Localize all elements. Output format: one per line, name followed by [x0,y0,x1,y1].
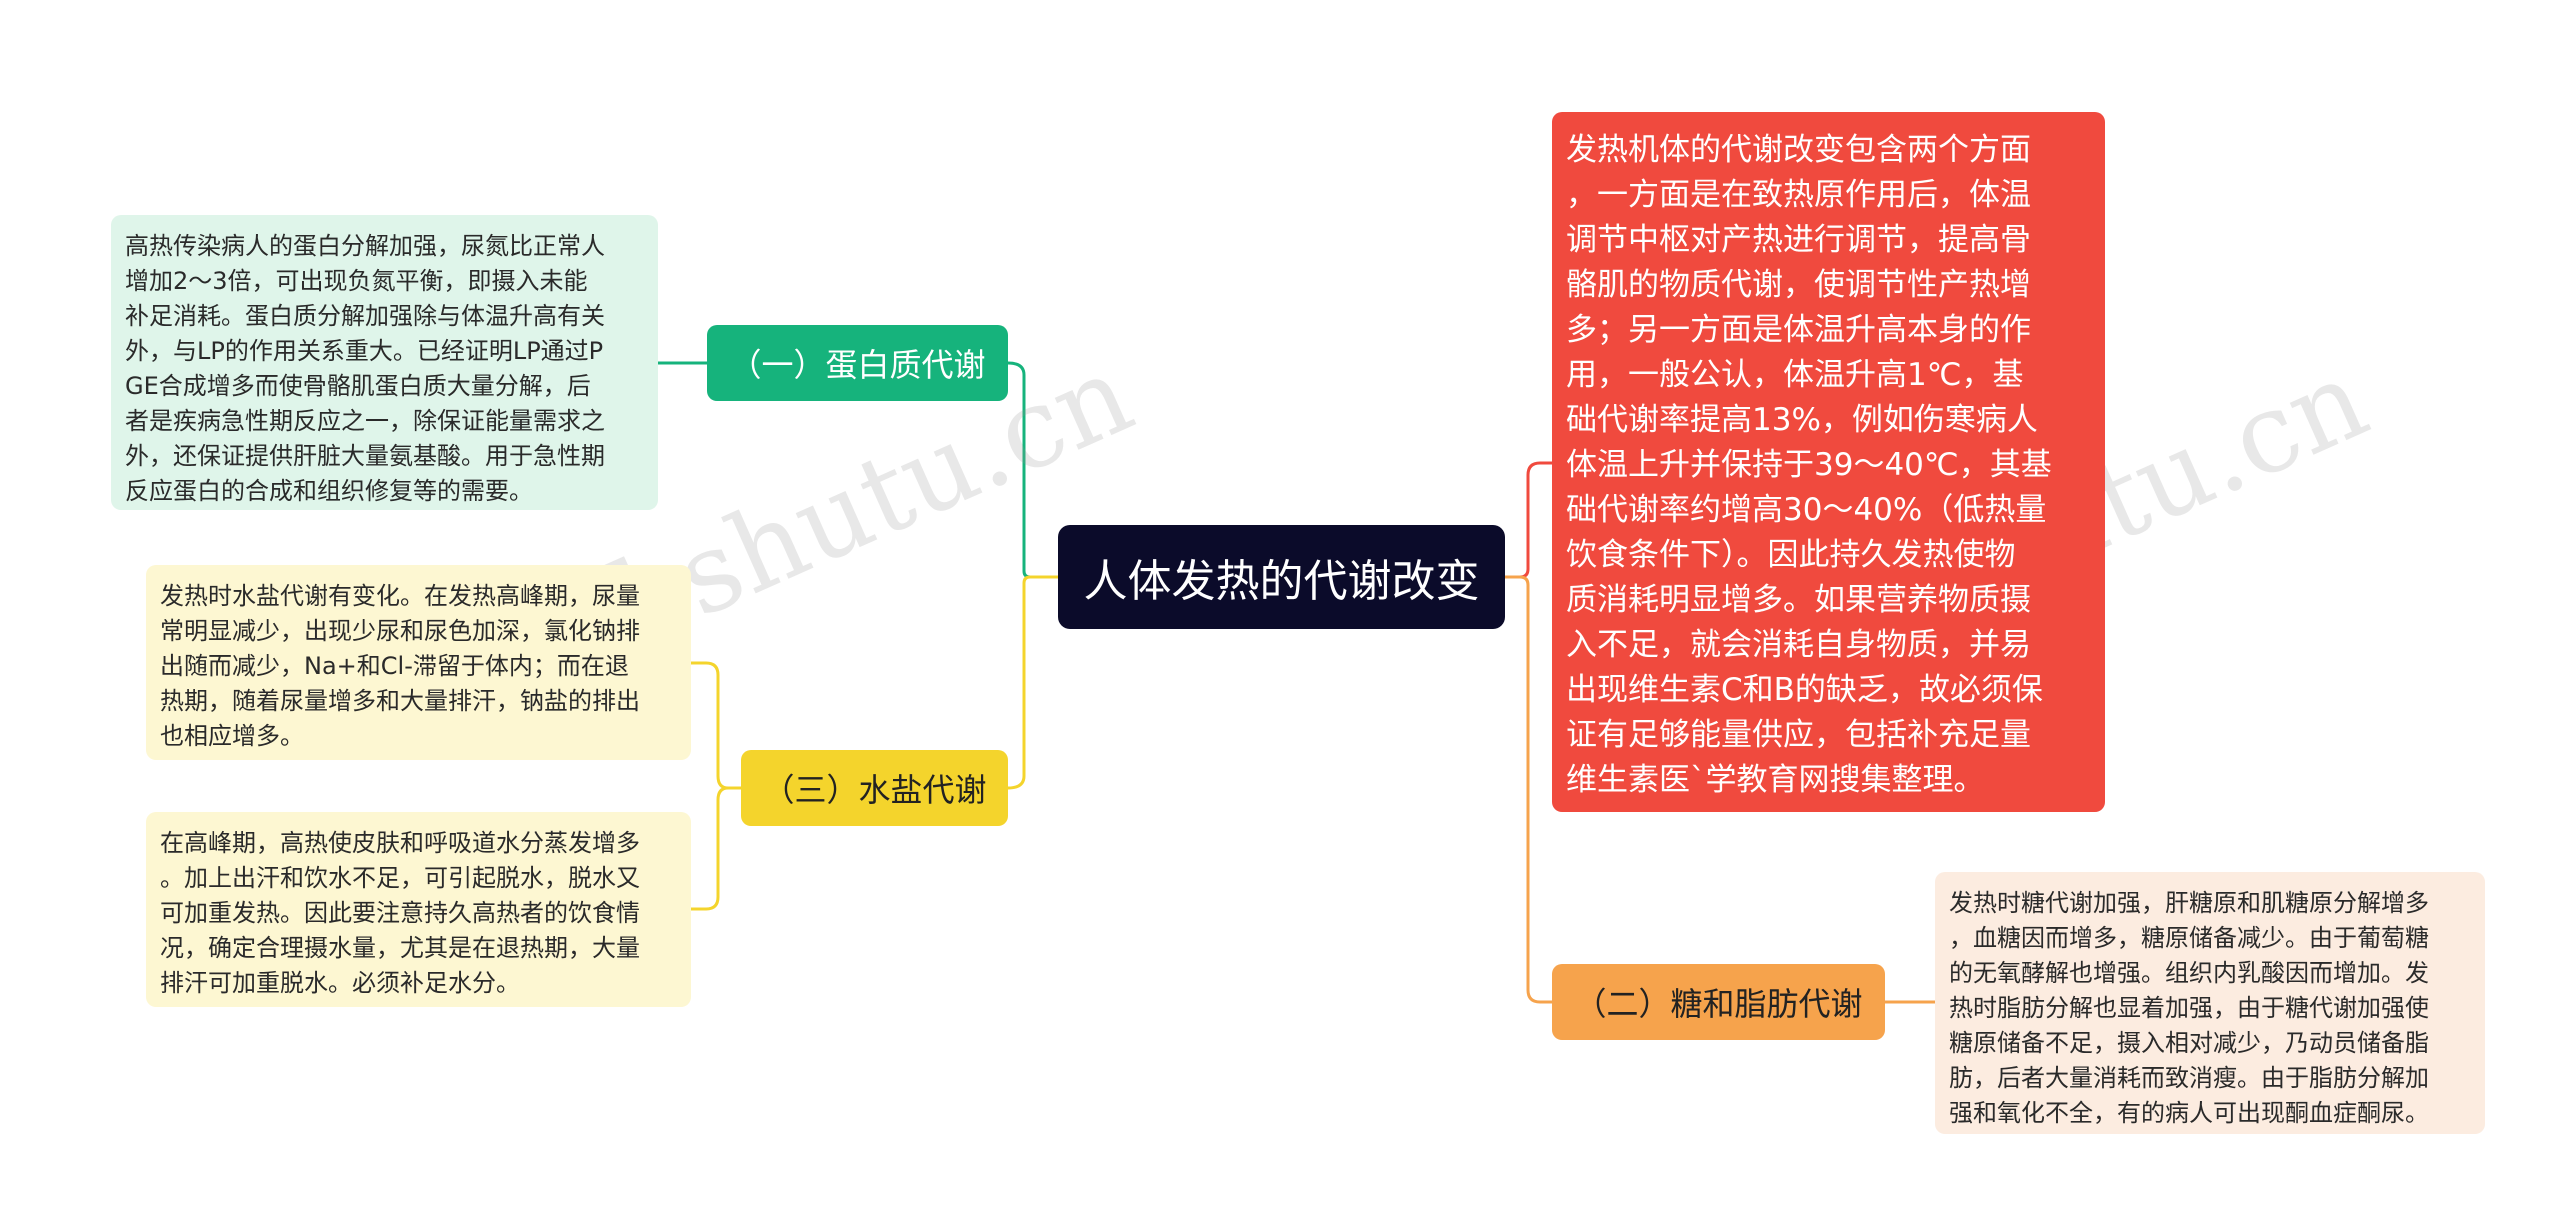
main-summary-node[interactable]: 发热机体的代谢改变包含两个方面 ，一方面是在致热原作用后，体温 调节中枢对产热进… [1552,112,2105,812]
leaf-water-detail-1[interactable]: 发热时水盐代谢有变化。在发热高峰期，尿量 常明显减少，出现少尿和尿色加深，氯化钠… [146,565,691,760]
leaf-sugar-detail[interactable]: 发热时糖代谢加强，肝糖原和肌糖原分解增多 ，血糖因而增多，糖原储备减少。由于葡萄… [1935,872,2485,1134]
branch-sugar-label: （二）糖和脂肪代谢 [1574,985,1863,1023]
branch-water-salt-metabolism[interactable]: （三）水盐代谢 [741,750,1008,826]
branch-protein-label: （一）蛋白质代谢 [729,346,986,384]
branch-water-label: （三）水盐代谢 [762,771,987,809]
branch-protein-metabolism[interactable]: （一）蛋白质代谢 [707,325,1008,401]
root-node[interactable]: 人体发热的代谢改变 [1058,525,1505,629]
connector-water-leaf2 [691,786,741,911]
connector-root-protein [1007,361,1058,579]
branch-sugar-fat-metabolism[interactable]: （二）糖和脂肪代谢 [1552,964,1885,1040]
connector-root-water [1007,575,1058,790]
leaf-water-detail-2[interactable]: 在高峰期，高热使皮肤和呼吸道水分蒸发增多 。加上出汗和饮水不足，可引起脱水，脱水… [146,812,691,1007]
root-label: 人体发热的代谢改变 [1083,556,1480,607]
connector-root-sugar [1505,575,1552,1004]
connector-root-main [1505,461,1552,579]
connector-water-leaf1 [691,661,741,790]
leaf-protein-detail[interactable]: 高热传染病人的蛋白分解加强，尿氮比正常人 增加2～3倍，可出现负氮平衡，即摄入未… [111,215,658,510]
